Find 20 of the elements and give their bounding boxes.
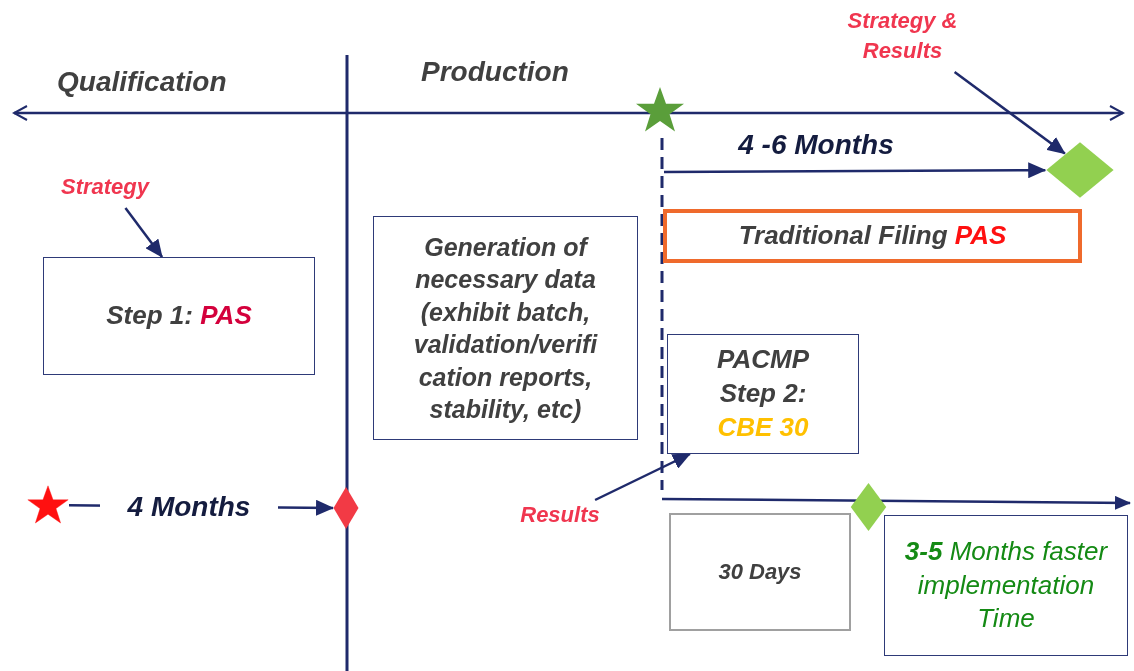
- phase-heading: Qualification: [57, 66, 227, 98]
- star-marker: [635, 86, 685, 134]
- result-box: 3-5 Months faster implementation Time: [884, 515, 1128, 656]
- process-box: Traditional Filing PAS: [663, 209, 1082, 263]
- arrow: [124, 207, 164, 258]
- milestone-diamond: [1045, 141, 1115, 199]
- milestone-diamond: [333, 486, 359, 530]
- process-box: 30 Days: [669, 513, 851, 631]
- callout-text: Results: [505, 500, 615, 534]
- milestone-diamond: [850, 482, 887, 532]
- process-box: Step 1: PAS: [43, 257, 315, 375]
- callout-text: Strategy & Results: [820, 6, 985, 72]
- callout-text: Strategy: [40, 172, 170, 208]
- process-box: PACMP Step 2: CBE 30: [667, 334, 859, 454]
- arrow: [953, 71, 1066, 155]
- arrow: [664, 162, 1047, 179]
- star-marker: [27, 485, 69, 525]
- arrow: [594, 452, 691, 502]
- phase-heading: Production: [421, 56, 569, 88]
- process-box: Generation of necessary data (exhibit batch, validation/verifi cation reports, stability, etc): [373, 216, 638, 440]
